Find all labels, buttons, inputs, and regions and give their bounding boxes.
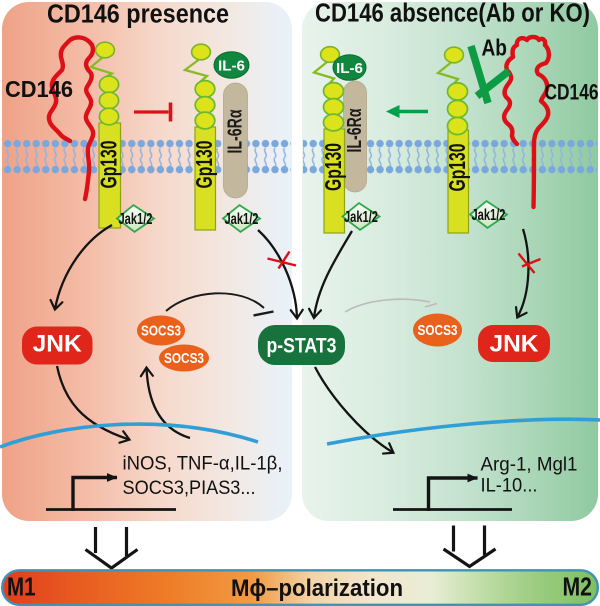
svg-text:Ab: Ab [482,35,508,61]
svg-text:IL-6Rα: IL-6Rα [225,109,247,153]
svg-text:IL-6: IL-6 [218,57,245,74]
svg-text:Jak1/2: Jak1/2 [472,207,506,224]
svg-text:JNK: JNK [490,331,540,358]
svg-text:SOCS3: SOCS3 [164,350,204,367]
svg-text:SOCS3: SOCS3 [141,323,181,340]
svg-text:iNOS, TNF-α,IL-1β,: iNOS, TNF-α,IL-1β, [123,454,283,475]
svg-text:IL-10...: IL-10... [481,476,538,497]
svg-text:Gp130: Gp130 [95,141,121,189]
svg-text:Gp130: Gp130 [444,144,470,192]
svg-text:Arg-1, Mgl1: Arg-1, Mgl1 [481,455,578,476]
svg-text:Jak1/2: Jak1/2 [225,211,259,228]
svg-text:JNK: JNK [33,331,83,358]
svg-text:Jak1/2: Jak1/2 [344,209,378,226]
svg-text:IL-6Rα: IL-6Rα [344,108,366,152]
svg-text:SOCS3: SOCS3 [418,322,458,339]
svg-text:SOCS3,PIAS3...: SOCS3,PIAS3... [123,478,256,499]
svg-text:p-STAT3: p-STAT3 [267,334,337,358]
svg-text:CD146: CD146 [545,80,599,105]
svg-text:CD146 presence: CD146 presence [47,1,229,29]
svg-text:M1: M1 [7,574,36,602]
svg-text:CD146: CD146 [5,76,73,102]
svg-text:M2: M2 [563,574,593,602]
svg-text:CD146 absence(Ab or KO): CD146 absence(Ab or KO) [315,0,590,28]
svg-text:Gp130: Gp130 [191,141,217,189]
svg-text:Jak1/2: Jak1/2 [119,211,153,228]
svg-text:Mϕ–polarization: Mϕ–polarization [231,575,403,602]
svg-text:Gp130: Gp130 [320,143,346,191]
svg-text:IL-6: IL-6 [336,60,363,77]
